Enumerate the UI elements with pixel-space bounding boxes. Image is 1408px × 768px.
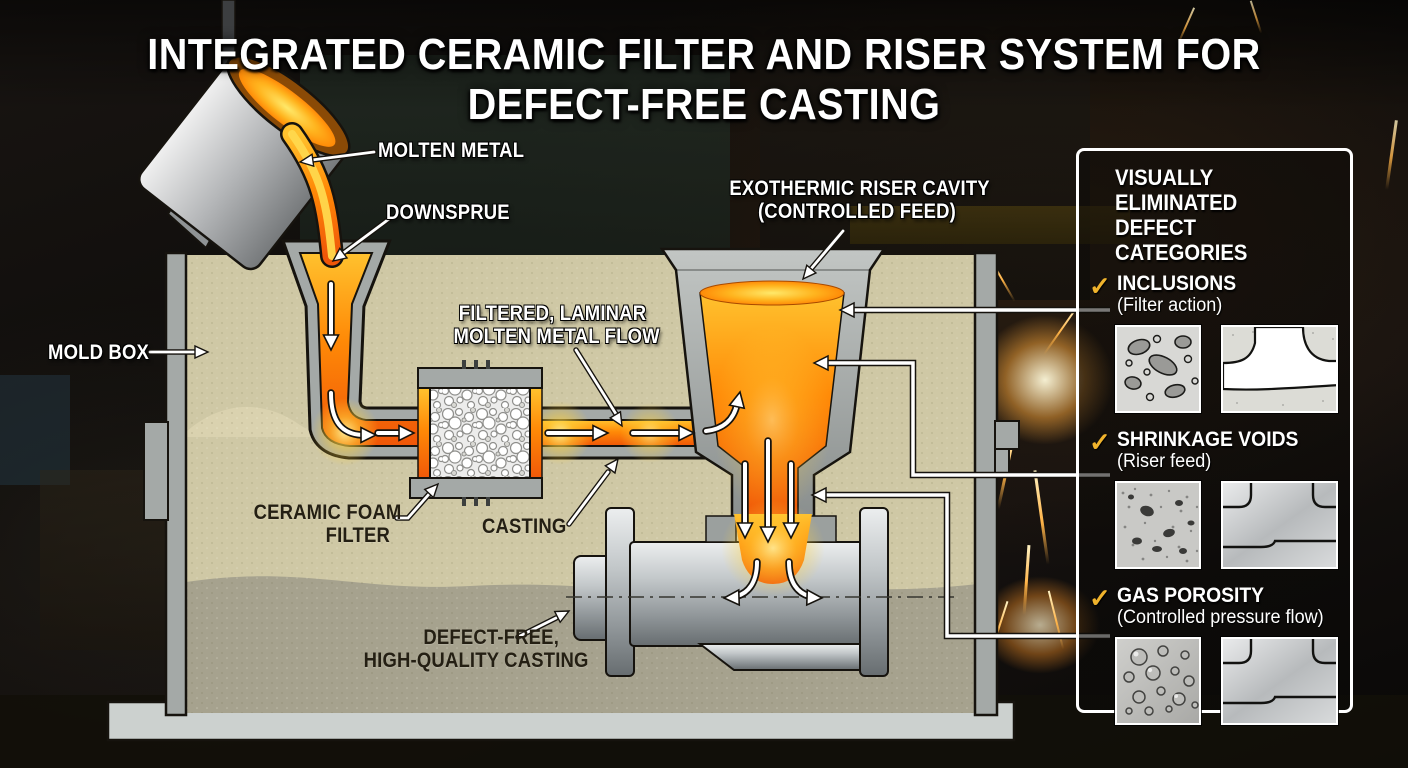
defect-item-shrinkage: ✓ SHRINKAGE VOIDS (Riser feed): [1089, 427, 1299, 473]
check-icon: ✓: [1089, 427, 1111, 458]
pouring-ladle: [138, 0, 351, 271]
shrinkage-defect-thumb: [1115, 481, 1202, 570]
mold-wall-right: [973, 251, 999, 717]
ladle-molten-surface: [238, 68, 336, 147]
mold-clamp-right-upper: [994, 420, 1020, 450]
defect-item-gas-porosity: ✓ GAS POROSITY (Controlled pressure flow…: [1089, 583, 1324, 629]
filter-top-cap: [417, 367, 543, 389]
ceramic-foam-filter: [409, 360, 543, 506]
inclusions-defect-thumb: [1115, 325, 1202, 414]
panel-connectors: [810, 301, 1110, 640]
panel-heading: VISUALLY ELIMINATED DEFECT CATEGORIES: [1115, 165, 1248, 266]
label-defect-free-casting: DEFECT-FREE, HIGH-QUALITY CASTING: [363, 626, 589, 673]
inclusions-clean-casting-thumb: [1221, 325, 1338, 414]
filter-foam-body: [429, 385, 531, 481]
gas-porosity-thumbnails: [1115, 637, 1338, 726]
diagram-title: INTEGRATED CERAMIC FILTER AND RISER SYST…: [147, 30, 1261, 129]
filter-vent-pins: [462, 360, 490, 506]
label-downsprue: DOWNSPRUE: [386, 201, 510, 224]
riser-metal-surface: [699, 280, 845, 306]
defect-item-inclusions: ✓ INCLUSIONS (Filter action): [1089, 271, 1237, 317]
label-filtered-flow: FILTERED, LAMINAR MOLTEN METAL FLOW: [453, 302, 660, 349]
mold-clamp-left: [143, 421, 169, 521]
check-icon: ✓: [1089, 583, 1111, 614]
casting-right-flange: [859, 507, 889, 677]
defect-categories-panel: VISUALLY ELIMINATED DEFECT CATEGORIES ✓ …: [1076, 148, 1353, 726]
label-casting: CASTING: [482, 515, 567, 538]
gas-porosity-defect-thumb: [1115, 637, 1202, 726]
check-icon: ✓: [1089, 271, 1111, 302]
label-molten-metal: MOLTEN METAL: [378, 139, 525, 162]
mold-clamp-right-lower: [994, 448, 1010, 474]
casting-body: [566, 500, 958, 677]
label-connectors: [147, 149, 846, 640]
gas-porosity-clean-casting-thumb: [1221, 637, 1338, 726]
machinery-block-blue: [0, 375, 70, 485]
label-ceramic-foam-filter: CERAMIC FOAM FILTER: [253, 501, 402, 548]
flow-arrows: [322, 280, 824, 607]
shrinkage-clean-casting-thumb: [1221, 481, 1338, 570]
label-mold-box: MOLD BOX: [48, 341, 149, 364]
shrinkage-thumbnails: [1115, 481, 1338, 570]
label-exothermic-riser: EXOTHERMIC RISER CAVITY (CONTROLLED FEED…: [729, 177, 990, 224]
inclusions-thumbnails: [1115, 325, 1338, 414]
